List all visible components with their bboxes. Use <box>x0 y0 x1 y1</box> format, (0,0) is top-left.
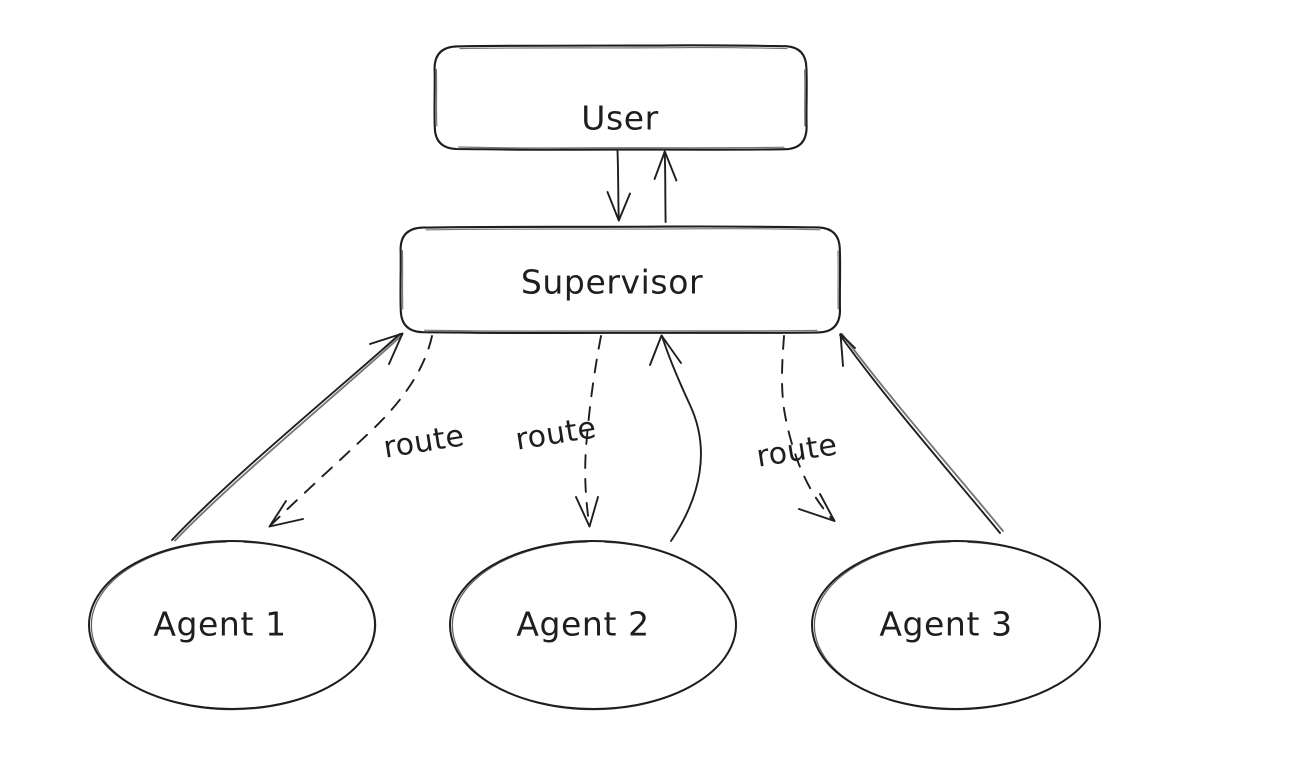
edge-supervisor-to-user-arrowhead <box>653 150 678 182</box>
edge-agent1-to-supervisor-arrowhead <box>369 332 404 365</box>
edge-supervisor-to-agent3-arrowhead <box>798 493 836 522</box>
agent1-label: Agent 1 <box>153 605 286 644</box>
edge-agent3-to-supervisor-line-sketch <box>841 333 1004 532</box>
agent3-label: Agent 3 <box>879 605 1012 644</box>
route-label-3: route <box>754 427 840 474</box>
edge-supervisor-to-agent1-line <box>271 335 433 525</box>
edge-agent2-to-supervisor[interactable] <box>649 334 702 542</box>
edge-user-to-supervisor-arrowhead <box>606 191 631 222</box>
agent2-label: Agent 2 <box>516 605 649 644</box>
node-agent1[interactable]: Agent 1 <box>88 540 377 711</box>
agent2-ellipse-outline-sketch <box>451 541 737 711</box>
supervisor-box-fill <box>400 226 840 333</box>
supervisor-label: Supervisor <box>521 263 703 302</box>
supervisor-box-outline-sketch <box>401 228 839 332</box>
agent1-ellipse-fill <box>89 541 375 709</box>
node-user[interactable]: User <box>433 44 808 151</box>
node-agent2[interactable]: Agent 2 <box>449 540 737 711</box>
edge-user-to-supervisor[interactable] <box>606 150 631 222</box>
edge-agent2-to-supervisor-line <box>661 335 702 542</box>
agent1-ellipse-outline-sketch <box>90 541 377 711</box>
edge-user-to-supervisor-line <box>616 150 620 220</box>
supervisor-box-outline <box>399 225 842 335</box>
edge-agent1-to-supervisor[interactable] <box>171 332 404 542</box>
edge-supervisor-to-agent2[interactable] <box>575 335 602 528</box>
edge-supervisor-to-user-line <box>663 151 667 223</box>
agent3-ellipse-outline-sketch <box>813 541 1101 711</box>
edge-supervisor-to-agent1-arrowhead <box>268 500 304 528</box>
agent2-ellipse-fill <box>450 541 736 709</box>
user-label: User <box>581 99 659 138</box>
edge-label-route-1: route <box>381 418 467 465</box>
edge-supervisor-to-agent2-line <box>584 335 602 525</box>
edge-supervisor-to-user[interactable] <box>653 150 678 223</box>
route-label-2: route <box>513 410 599 457</box>
edge-agent1-to-supervisor-line <box>171 333 401 541</box>
edge-agent2-to-supervisor-arrowhead <box>649 334 682 366</box>
edge-supervisor-to-agent2-arrowhead <box>575 496 599 528</box>
node-supervisor[interactable]: Supervisor <box>399 225 842 335</box>
edge-agent3-to-supervisor-arrowhead <box>839 333 856 367</box>
edge-agent1-to-supervisor-line-sketch <box>174 334 403 542</box>
edge-agent3-to-supervisor[interactable] <box>839 333 1004 534</box>
user-box-outline <box>433 44 808 151</box>
node-agent3[interactable]: Agent 3 <box>811 540 1101 711</box>
edge-supervisor-to-agent1[interactable] <box>268 335 433 528</box>
edge-supervisor-to-agent3[interactable] <box>781 335 836 522</box>
user-box-fill <box>434 45 807 150</box>
edge-agent3-to-supervisor-line <box>839 334 1001 534</box>
agent3-ellipse-fill <box>812 541 1100 709</box>
route-label-1: route <box>381 418 467 465</box>
edge-label-route-2: route <box>513 410 599 457</box>
user-box-outline-sketch <box>435 46 806 149</box>
edge-supervisor-to-agent3-line <box>781 335 833 520</box>
edge-label-route-3: route <box>754 427 840 474</box>
